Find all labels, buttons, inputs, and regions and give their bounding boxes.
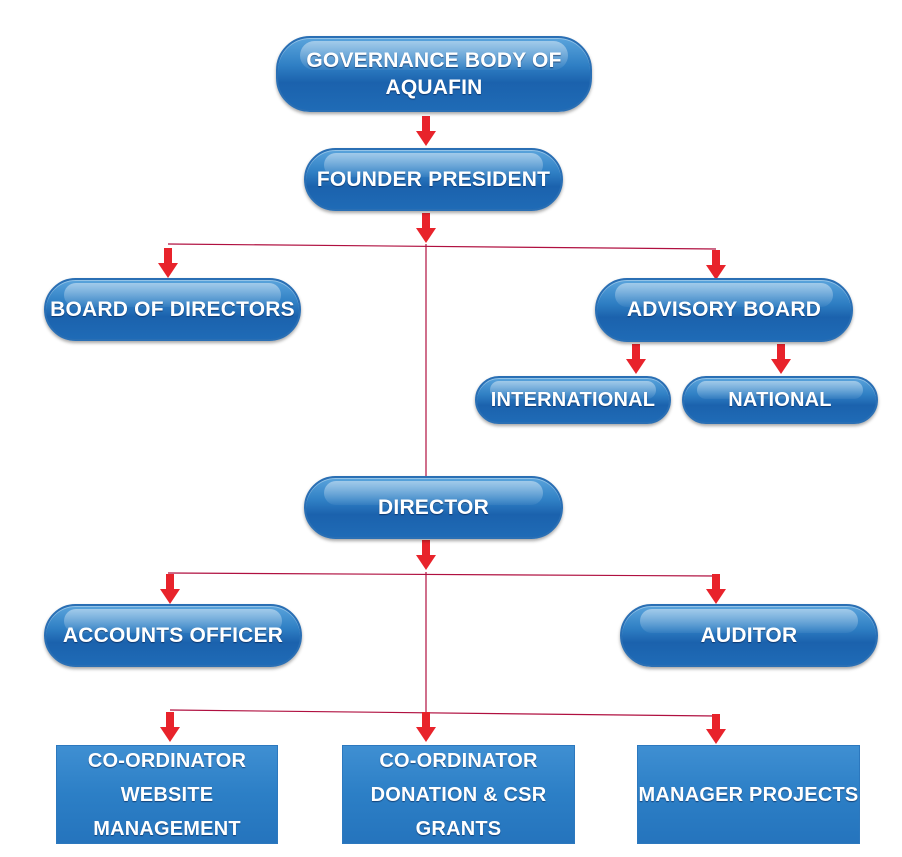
connector-branch-top bbox=[167, 243, 717, 250]
node-board-of-directors: BOARD OF DIRECTORS bbox=[44, 278, 301, 341]
node-founder-president-label: FOUNDER PRESIDENT bbox=[316, 167, 551, 191]
node-board-of-directors-label: BOARD OF DIRECTORS bbox=[50, 297, 295, 321]
arrow-down-icon bbox=[416, 213, 436, 243]
node-accounts-officer: ACCOUNTS OFFICER bbox=[44, 604, 302, 667]
node-founder-president: FOUNDER PRESIDENT bbox=[304, 148, 563, 211]
node-director-label: DIRECTOR bbox=[378, 495, 489, 519]
arrow-down-icon bbox=[160, 712, 180, 742]
node-manager-projects-label: MANAGER PROJECTS bbox=[638, 783, 859, 806]
arrow-down-icon bbox=[416, 712, 436, 742]
connector-branch-bottom bbox=[169, 709, 717, 717]
arrow-down-icon bbox=[416, 540, 436, 570]
node-advisory-board: ADVISORY BOARD bbox=[595, 278, 853, 342]
node-international-label: INTERNATIONAL bbox=[490, 388, 656, 411]
node-national-label: NATIONAL bbox=[728, 388, 832, 411]
node-accounts-officer-label: ACCOUNTS OFFICER bbox=[62, 623, 284, 647]
arrow-down-icon bbox=[706, 574, 726, 604]
node-coordinator-donation-line2: DONATION & CSR GRANTS bbox=[370, 783, 547, 840]
node-director: DIRECTOR bbox=[304, 476, 563, 539]
arrow-down-icon bbox=[416, 116, 436, 146]
node-manager-projects: MANAGER PROJECTS bbox=[637, 745, 860, 844]
arrow-down-icon bbox=[771, 344, 791, 374]
arrow-down-icon bbox=[706, 714, 726, 744]
node-coordinator-donation: CO-ORDINATOR DONATION & CSR GRANTS bbox=[342, 745, 575, 844]
arrow-down-icon bbox=[160, 574, 180, 604]
node-coordinator-website-line1: CO-ORDINATOR bbox=[87, 749, 247, 772]
arrow-down-icon bbox=[626, 344, 646, 374]
node-governance-body: GOVERNANCE BODY OF AQUAFIN bbox=[276, 36, 592, 112]
node-coordinator-donation-line1: CO-ORDINATOR bbox=[379, 749, 538, 772]
connector-branch-middle bbox=[167, 572, 717, 577]
node-auditor-label: AUDITOR bbox=[700, 623, 798, 647]
node-governance-body-line1: GOVERNANCE BODY OF bbox=[306, 49, 562, 72]
node-coordinator-website: CO-ORDINATOR WEBSITE MANAGEMENT bbox=[56, 745, 278, 844]
node-advisory-board-label: ADVISORY BOARD bbox=[626, 298, 822, 321]
arrow-down-icon bbox=[706, 250, 726, 280]
node-governance-body-line2: AQUAFIN bbox=[385, 76, 483, 99]
node-coordinator-website-line2: WEBSITE MANAGEMENT bbox=[93, 783, 241, 840]
node-national: NATIONAL bbox=[682, 376, 878, 424]
arrow-down-icon bbox=[158, 248, 178, 278]
node-auditor: AUDITOR bbox=[620, 604, 878, 667]
node-international: INTERNATIONAL bbox=[475, 376, 671, 424]
